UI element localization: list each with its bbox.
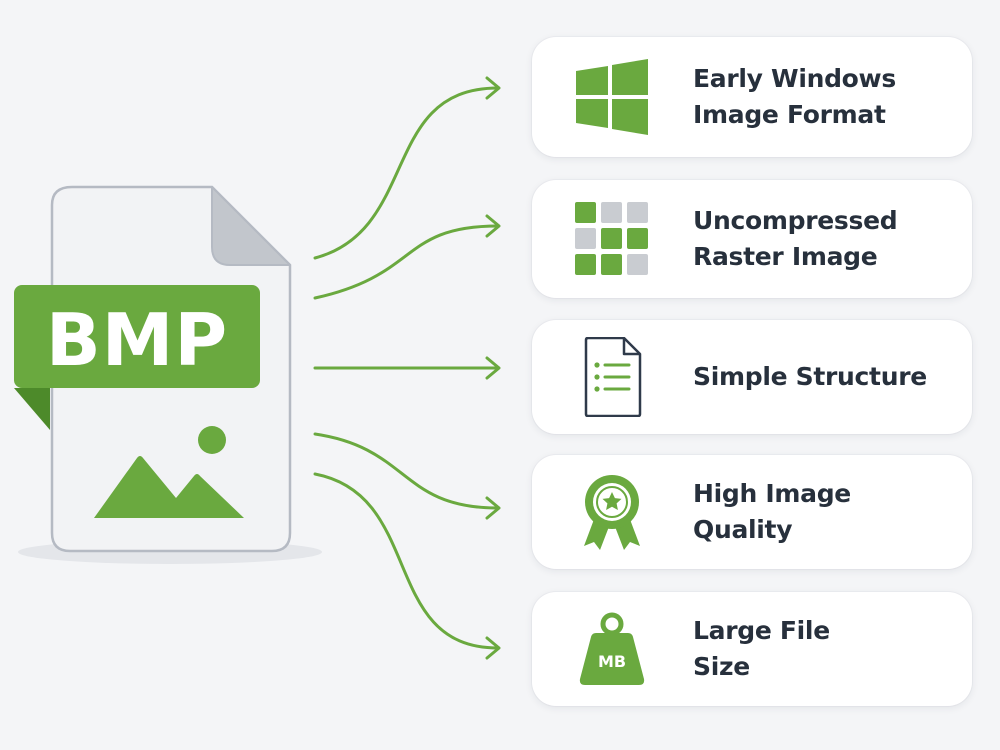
feature-label-line: Quality (693, 515, 793, 544)
document-fold (211, 186, 291, 266)
weight-icon-label: MB (598, 652, 626, 671)
connector-arrow-4 (313, 432, 500, 510)
weight-icon: MB (572, 609, 652, 689)
feature-label-line: Early Windows (693, 64, 896, 93)
feature-card-windows: Early Windows Image Format (532, 37, 972, 157)
feature-card-uncompressed: Uncompressed Raster Image (532, 180, 972, 298)
feature-label: High Image Quality (693, 476, 953, 548)
arrow-head-2 (485, 214, 501, 238)
feature-card-simple-structure: Simple Structure (532, 320, 972, 434)
arrow-head-1 (485, 76, 501, 100)
feature-label-line: Uncompressed (693, 206, 898, 235)
windows-logo-icon (572, 57, 652, 137)
pixel-grid-icon (572, 199, 652, 279)
arrow-head-5 (485, 636, 501, 660)
feature-label: Uncompressed Raster Image (693, 203, 953, 275)
feature-card-large-file: MB Large File Size (532, 592, 972, 706)
connector-arrow-2 (313, 224, 500, 300)
feature-label-line: Raster Image (693, 242, 878, 271)
feature-card-high-quality: High Image Quality (532, 455, 972, 569)
badge-ribbon-fold (14, 388, 50, 430)
feature-label-line: Size (693, 652, 750, 681)
feature-label: Simple Structure (693, 359, 953, 395)
file-type-badge: BMP (46, 298, 228, 382)
arrow-head-3 (485, 356, 501, 380)
connector-arrow-1 (313, 86, 500, 260)
feature-label-line: Large File (693, 616, 830, 645)
feature-label-line: High Image (693, 479, 851, 508)
feature-label-line: Simple Structure (693, 362, 927, 391)
feature-label-line: Image Format (693, 100, 886, 129)
arrow-head-4 (485, 496, 501, 520)
document-list-icon (572, 337, 652, 417)
bmp-file-illustration: BMP (14, 185, 322, 564)
landscape-image-icon (94, 426, 244, 518)
feature-label: Large File Size (693, 613, 953, 685)
sun-shape (198, 426, 226, 454)
badge-background (14, 285, 260, 388)
mountains-shape (94, 456, 244, 518)
award-ribbon-icon (572, 472, 652, 552)
feature-label: Early Windows Image Format (693, 61, 953, 133)
connector-arrow-5 (313, 472, 500, 650)
